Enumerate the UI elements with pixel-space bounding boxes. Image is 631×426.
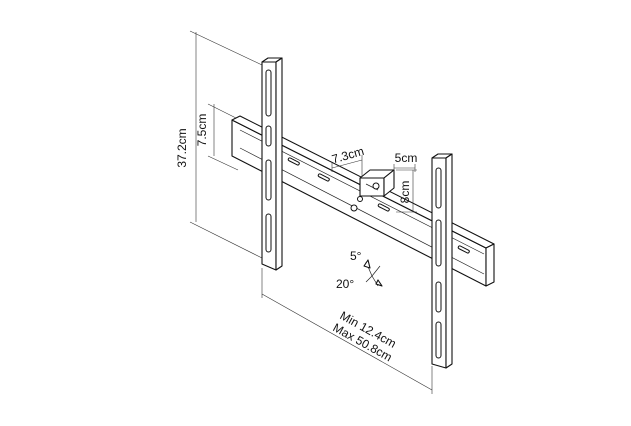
tilt-down-label: 20° [336,277,354,291]
bracket-height-dimension: 8cm [396,169,417,213]
tilt-arrow-icon [363,259,383,287]
tilt-up-label: 5° [350,249,362,263]
left-vertical-arm [261,57,283,271]
tilt-bracket [359,169,395,197]
rail-height-label: 7.5cm [195,114,209,147]
bracket-width-label: 5cm [395,151,418,165]
overall-height-label: 37.2cm [175,128,189,167]
rail-height-dimension: 7.5cm [195,103,239,171]
right-vertical-arm [431,153,453,369]
tilt-indicator: 5° 20° [336,249,383,291]
overall-height-dimension: 37.2cm [175,30,263,259]
bracket-width-dimension: 5cm [393,151,418,172]
bracket-height-label: 8cm [398,181,412,204]
arm-depth-label: 7.3cm [330,144,365,166]
